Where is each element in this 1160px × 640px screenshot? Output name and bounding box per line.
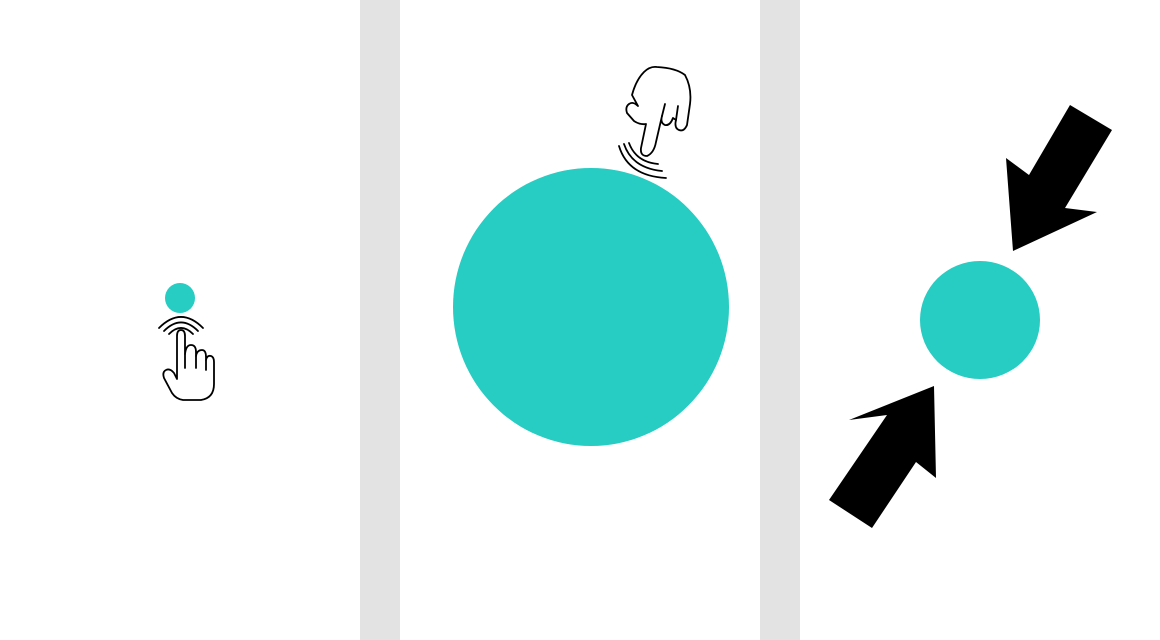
panel-expanded [400, 0, 760, 640]
ripple-outer [618, 145, 667, 179]
panel-tap [0, 0, 360, 640]
ripple-middle [623, 143, 663, 172]
panel-shrink-canvas [829, 105, 1112, 528]
tap-hand-icon [158, 316, 215, 401]
arrow-bottom-left-icon [829, 386, 936, 528]
ripple-outer [158, 316, 204, 329]
panel-divider-1 [360, 0, 400, 640]
medium-circle[interactable] [920, 261, 1040, 379]
ripple-inner [628, 142, 659, 165]
ripple-inner [168, 327, 194, 335]
panel-expanded-canvas [453, 65, 729, 446]
panel-shrink [800, 0, 1160, 640]
panel-tap-canvas [158, 283, 215, 401]
finger-line-1 [661, 103, 666, 117]
large-circle[interactable] [453, 168, 729, 446]
ripple-middle [163, 321, 199, 332]
pointing-hand-icon [618, 65, 692, 179]
finger-line-2 [675, 105, 679, 121]
arrow-top-right-icon [1006, 105, 1112, 251]
hand-outline [625, 65, 692, 157]
small-circle[interactable] [165, 283, 195, 313]
panel-divider-2 [760, 0, 800, 640]
